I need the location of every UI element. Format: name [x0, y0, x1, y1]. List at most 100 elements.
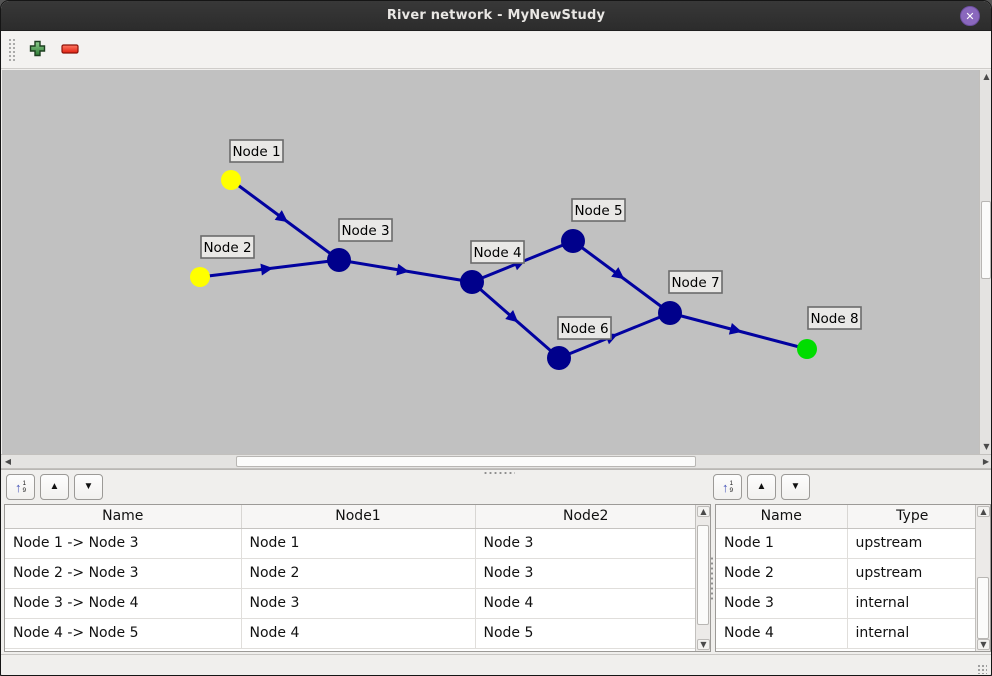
scroll-down-icon[interactable]: ▼	[977, 639, 990, 650]
scroll-up-icon[interactable]: ▲	[977, 506, 990, 517]
move-down-icon: ▼	[790, 481, 801, 492]
network-node[interactable]	[221, 170, 241, 190]
network-canvas[interactable]: Node 1 Node 2 Node 3 Node 4 Node 5 Node 6 Node…	[2, 70, 979, 454]
table-cell[interactable]: Node 4	[716, 618, 848, 649]
table-cell[interactable]: Node 2	[716, 558, 848, 589]
branch-edge[interactable]	[669, 311, 808, 351]
scroll-left-icon[interactable]: ◀	[4, 456, 12, 466]
table-cell[interactable]: Node 2	[241, 558, 476, 589]
canvas-vertical-scrollbar[interactable]: ▲ ▼	[979, 70, 991, 454]
network-node[interactable]	[327, 248, 351, 272]
table-splitter-grip[interactable]	[710, 556, 714, 602]
move-down-button[interactable]: ▼	[781, 474, 810, 500]
table-cell[interactable]: Node 1 -> Node 3	[5, 528, 242, 559]
node-label[interactable]: Node 4	[470, 240, 525, 264]
svg-text:Node 2: Node 2	[203, 240, 251, 256]
column-header[interactable]: Node2	[475, 505, 696, 529]
node-label[interactable]: Node 3	[338, 218, 393, 242]
table-cell[interactable]: Node 1	[241, 528, 476, 559]
branch-edge[interactable]	[558, 311, 671, 360]
network-node[interactable]	[561, 229, 585, 253]
add-button[interactable]	[25, 38, 49, 62]
toolbar-drag-handle[interactable]	[7, 37, 16, 63]
branch-edge[interactable]	[338, 258, 473, 284]
table-cell[interactable]: Node 3	[475, 558, 696, 589]
svg-text:Node 1: Node 1	[232, 144, 280, 160]
network-node[interactable]	[547, 346, 571, 370]
resize-grip[interactable]	[977, 664, 987, 674]
table-cell[interactable]: Node 1	[716, 528, 848, 559]
node-label[interactable]: Node 5	[571, 198, 626, 222]
scrollbar-thumb[interactable]	[697, 525, 709, 625]
table-cell[interactable]: Node 3 -> Node 4	[5, 588, 242, 619]
scroll-up-icon[interactable]: ▲	[697, 506, 710, 517]
svg-text:Node 5: Node 5	[574, 203, 622, 219]
table-cell[interactable]: Node 3	[716, 588, 848, 619]
table-cell[interactable]: Node 2 -> Node 3	[5, 558, 242, 589]
table-cell[interactable]: Node 4 -> Node 5	[5, 618, 242, 649]
scrollbar-thumb[interactable]	[981, 201, 991, 279]
svg-text:Node 3: Node 3	[341, 223, 389, 239]
node-label[interactable]: Node 2	[200, 235, 255, 259]
titlebar: River network - MyNewStudy ✕	[1, 1, 991, 31]
svg-text:Node 8: Node 8	[810, 311, 858, 327]
branch-edge[interactable]	[471, 280, 560, 360]
branches-table-scrollbar[interactable]: ▲ ▼	[695, 505, 710, 651]
scroll-up-icon[interactable]: ▲	[983, 72, 990, 81]
river-network-diagram: Node 1 Node 2 Node 3 Node 4 Node 5 Node 6 Node…	[190, 139, 862, 370]
svg-text:Node 6: Node 6	[560, 321, 608, 337]
scrollbar-thumb[interactable]	[977, 577, 989, 639]
table-cell[interactable]: upstream	[847, 528, 977, 559]
move-up-button[interactable]: ▲	[747, 474, 776, 500]
node-label[interactable]: Node 7	[668, 270, 723, 294]
column-header[interactable]: Name	[716, 505, 848, 529]
table-cell[interactable]: internal	[847, 588, 977, 619]
scroll-down-icon[interactable]: ▼	[697, 639, 710, 650]
table-cell[interactable]: internal	[847, 618, 977, 649]
node-label[interactable]: Node 8	[807, 306, 862, 330]
network-node[interactable]	[190, 267, 210, 287]
remove-button[interactable]	[58, 38, 82, 62]
column-header[interactable]: Node1	[241, 505, 476, 529]
table-cell[interactable]: Node 3	[241, 588, 476, 619]
move-down-button[interactable]: ▼	[74, 474, 103, 500]
scroll-right-icon[interactable]: ▶	[982, 456, 990, 466]
table-cell[interactable]: Node 5	[475, 618, 696, 649]
scroll-down-icon[interactable]: ▼	[983, 442, 990, 451]
svg-text:Node 7: Node 7	[671, 275, 719, 291]
table-cell[interactable]: Node 4	[475, 588, 696, 619]
branch-edge[interactable]	[230, 178, 340, 262]
table-cell[interactable]: upstream	[847, 558, 977, 589]
nodes-table-scrollbar[interactable]: ▲ ▼	[975, 505, 990, 651]
network-node[interactable]	[797, 339, 817, 359]
canvas-horizontal-scrollbar[interactable]: ◀ ▶	[1, 454, 991, 469]
pane-splitter[interactable]	[1, 469, 991, 475]
node-label[interactable]: Node 1	[229, 139, 284, 163]
network-node[interactable]	[460, 270, 484, 294]
node-label[interactable]: Node 6	[557, 316, 612, 340]
close-icon: ✕	[965, 9, 975, 23]
branch-edge[interactable]	[572, 239, 671, 315]
close-button[interactable]: ✕	[960, 6, 980, 26]
branch-edge[interactable]	[199, 258, 340, 279]
column-header[interactable]: Type	[847, 505, 977, 529]
column-header[interactable]: Name	[5, 505, 242, 529]
move-up-button[interactable]: ▲	[40, 474, 69, 500]
table-cell[interactable]: Node 3	[475, 528, 696, 559]
network-node[interactable]	[658, 301, 682, 325]
table-cell[interactable]: Node 4	[241, 618, 476, 649]
scrollbar-thumb[interactable]	[236, 456, 696, 467]
